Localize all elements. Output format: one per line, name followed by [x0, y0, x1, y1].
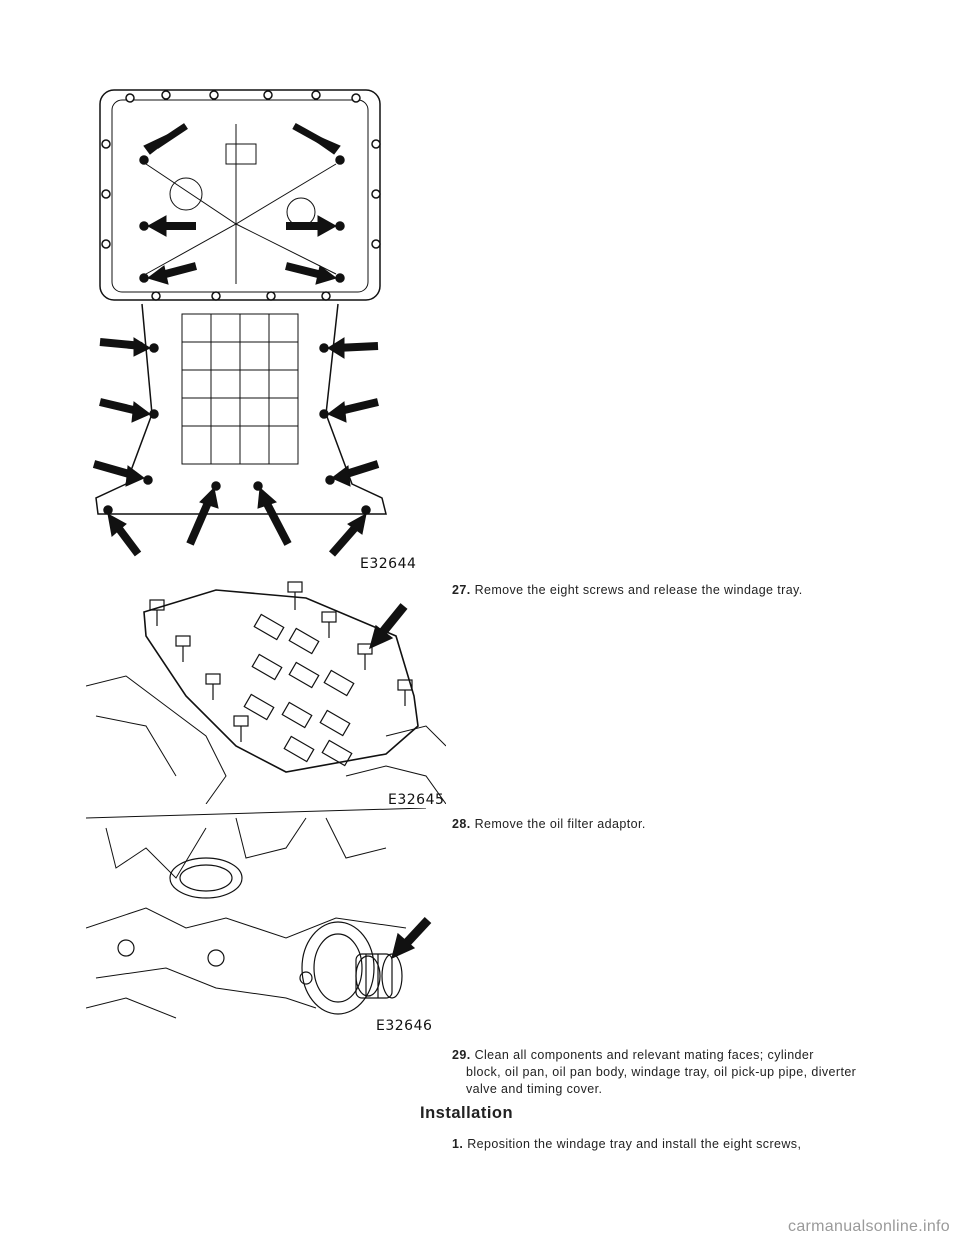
- installation-step-1: 1.Reposition the windage tray and instal…: [452, 1136, 872, 1153]
- figure-label: E32645: [388, 792, 445, 808]
- step-text: Remove the eight screws and release the …: [474, 583, 803, 597]
- watermark-link[interactable]: carmanualsonline.info: [788, 1218, 950, 1235]
- windage-tray-illustration: [86, 581, 446, 804]
- figure-label: E32644: [360, 556, 417, 572]
- step-number: 29.: [452, 1048, 471, 1062]
- step-number: 1.: [452, 1137, 464, 1151]
- step-text-continued: block, oil pan, oil pan body, windage tr…: [466, 1065, 857, 1096]
- step-27: 27.Remove the eight screws and release t…: [452, 582, 872, 599]
- step-29: 29.Clean all components and relevant mat…: [452, 1047, 872, 1098]
- figure-windage-tray: [86, 576, 446, 804]
- oil-pan-illustration: [92, 89, 387, 557]
- step-number: 27.: [452, 583, 471, 597]
- step-text: Reposition the windage tray and install …: [467, 1137, 802, 1151]
- step-text: Clean all components and relevant mating…: [474, 1048, 814, 1062]
- step-text: Remove the oil filter adaptor.: [474, 817, 646, 831]
- section-heading-installation: Installation: [420, 1104, 514, 1122]
- figure-oil-pan: [86, 84, 416, 564]
- step-number: 28.: [452, 817, 471, 831]
- step-28: 28.Remove the oil filter adaptor.: [452, 816, 872, 833]
- figure-label: E32646: [376, 1018, 433, 1034]
- figure-oil-filter-adaptor: [86, 808, 436, 1028]
- oil-filter-adaptor-illustration: [86, 808, 432, 1019]
